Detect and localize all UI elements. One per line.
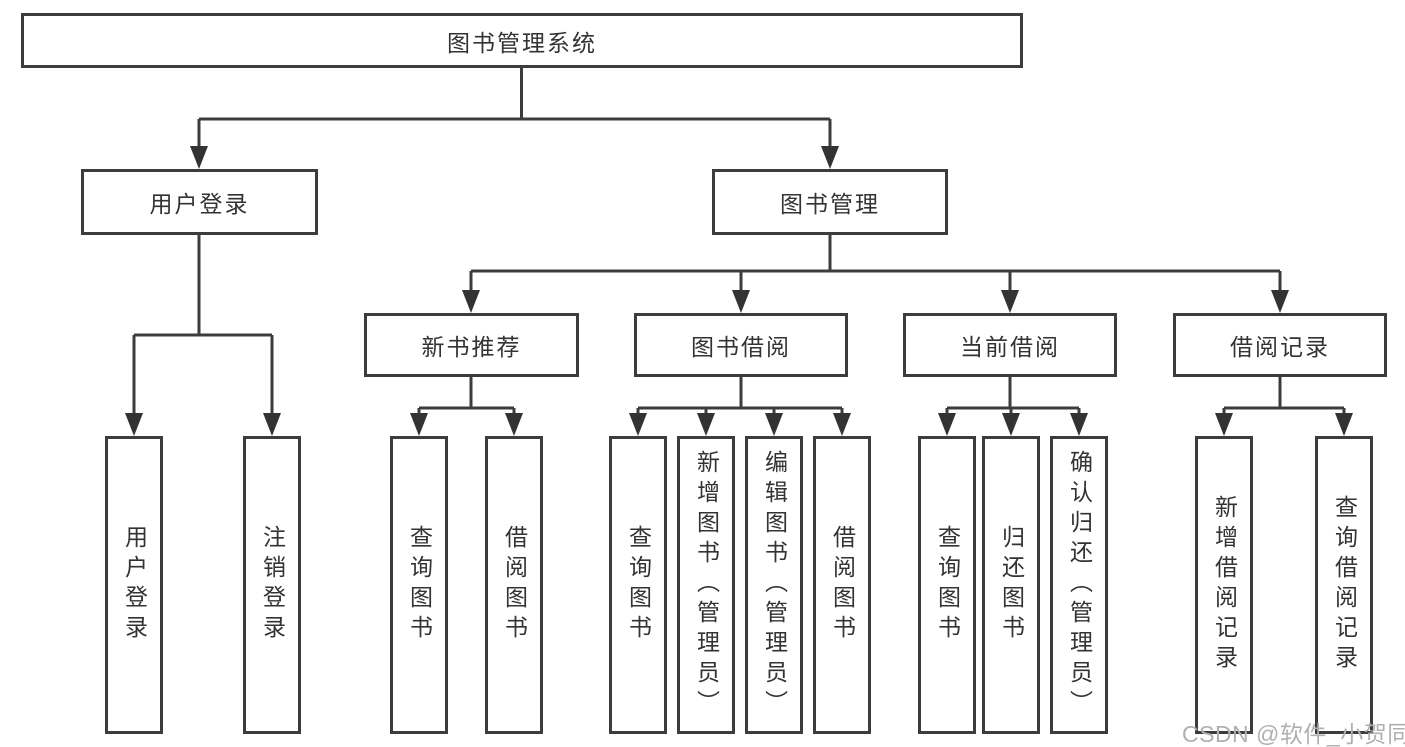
node-leaf-user-login-label: 用户登录 [121,525,148,645]
node-new-book-recommend-label: 新书推荐 [421,334,522,360]
node-leaf-bb-borrow-books-label: 借阅图书 [829,525,856,645]
node-leaf-br-add-record-label: 新增借阅记录 [1211,495,1238,675]
node-leaf-bb-query-books-label: 查询图书 [625,525,652,645]
node-root: 图书管理系统 [21,13,1023,68]
node-leaf-bb-query-books: 查询图书 [609,436,667,734]
node-leaf-cb-return-books-label: 归还图书 [998,525,1025,645]
node-leaf-logout: 注销登录 [243,436,301,734]
node-book-borrowing: 图书借阅 [634,313,848,377]
node-user-login: 用户登录 [81,169,318,235]
edge-borrowing-records-to-leaves [1215,377,1353,436]
edge-book-management-to-level3 [462,235,1289,313]
node-leaf-cb-confirm-return-label: 确认归还（管理员） [1066,450,1093,720]
edge-user-login-to-leaves [125,235,281,436]
node-current-borrowing: 当前借阅 [903,313,1117,377]
node-leaf-nb-query-books-label: 查询图书 [406,525,433,645]
node-leaf-bb-edit-books: 编辑图书（管理员） [745,436,803,734]
node-new-book-recommend: 新书推荐 [364,313,579,377]
node-leaf-br-query-record: 查询借阅记录 [1315,436,1373,734]
node-root-label: 图书管理系统 [447,29,597,56]
node-leaf-cb-query-books: 查询图书 [918,436,976,734]
edge-book-borrowing-to-leaves [629,377,851,436]
node-book-borrowing-label: 图书借阅 [691,334,791,360]
node-leaf-bb-add-books: 新增图书（管理员） [677,436,735,734]
node-leaf-br-query-record-label: 查询借阅记录 [1331,495,1358,675]
node-current-borrowing-label: 当前借阅 [960,334,1060,360]
node-leaf-cb-confirm-return: 确认归还（管理员） [1050,436,1108,734]
node-leaf-bb-edit-books-label: 编辑图书（管理员） [761,450,788,720]
node-leaf-cb-query-books-label: 查询图书 [934,525,961,645]
node-leaf-user-login: 用户登录 [105,436,163,734]
edge-root-to-level2 [190,67,839,169]
node-leaf-bb-add-books-label: 新增图书（管理员） [693,450,720,720]
node-leaf-nb-borrow-books-label: 借阅图书 [501,525,528,645]
edge-current-borrowing-to-leaves [938,377,1088,436]
node-leaf-nb-borrow-books: 借阅图书 [485,436,543,734]
node-leaf-logout-label: 注销登录 [259,525,286,645]
node-leaf-br-add-record: 新增借阅记录 [1195,436,1253,734]
node-book-management: 图书管理 [712,169,948,235]
node-leaf-nb-query-books: 查询图书 [390,436,448,734]
node-leaf-bb-borrow-books: 借阅图书 [813,436,871,734]
csdn-watermark: CSDN @软件_小贺同学 [1182,721,1405,747]
node-user-login-label: 用户登录 [149,191,250,217]
node-borrowing-records: 借阅记录 [1173,313,1387,377]
node-borrowing-records-label: 借阅记录 [1230,334,1330,360]
edge-new-book-recommend-to-leaves [410,377,523,436]
node-leaf-cb-return-books: 归还图书 [982,436,1040,734]
node-book-management-label: 图书管理 [780,191,880,217]
